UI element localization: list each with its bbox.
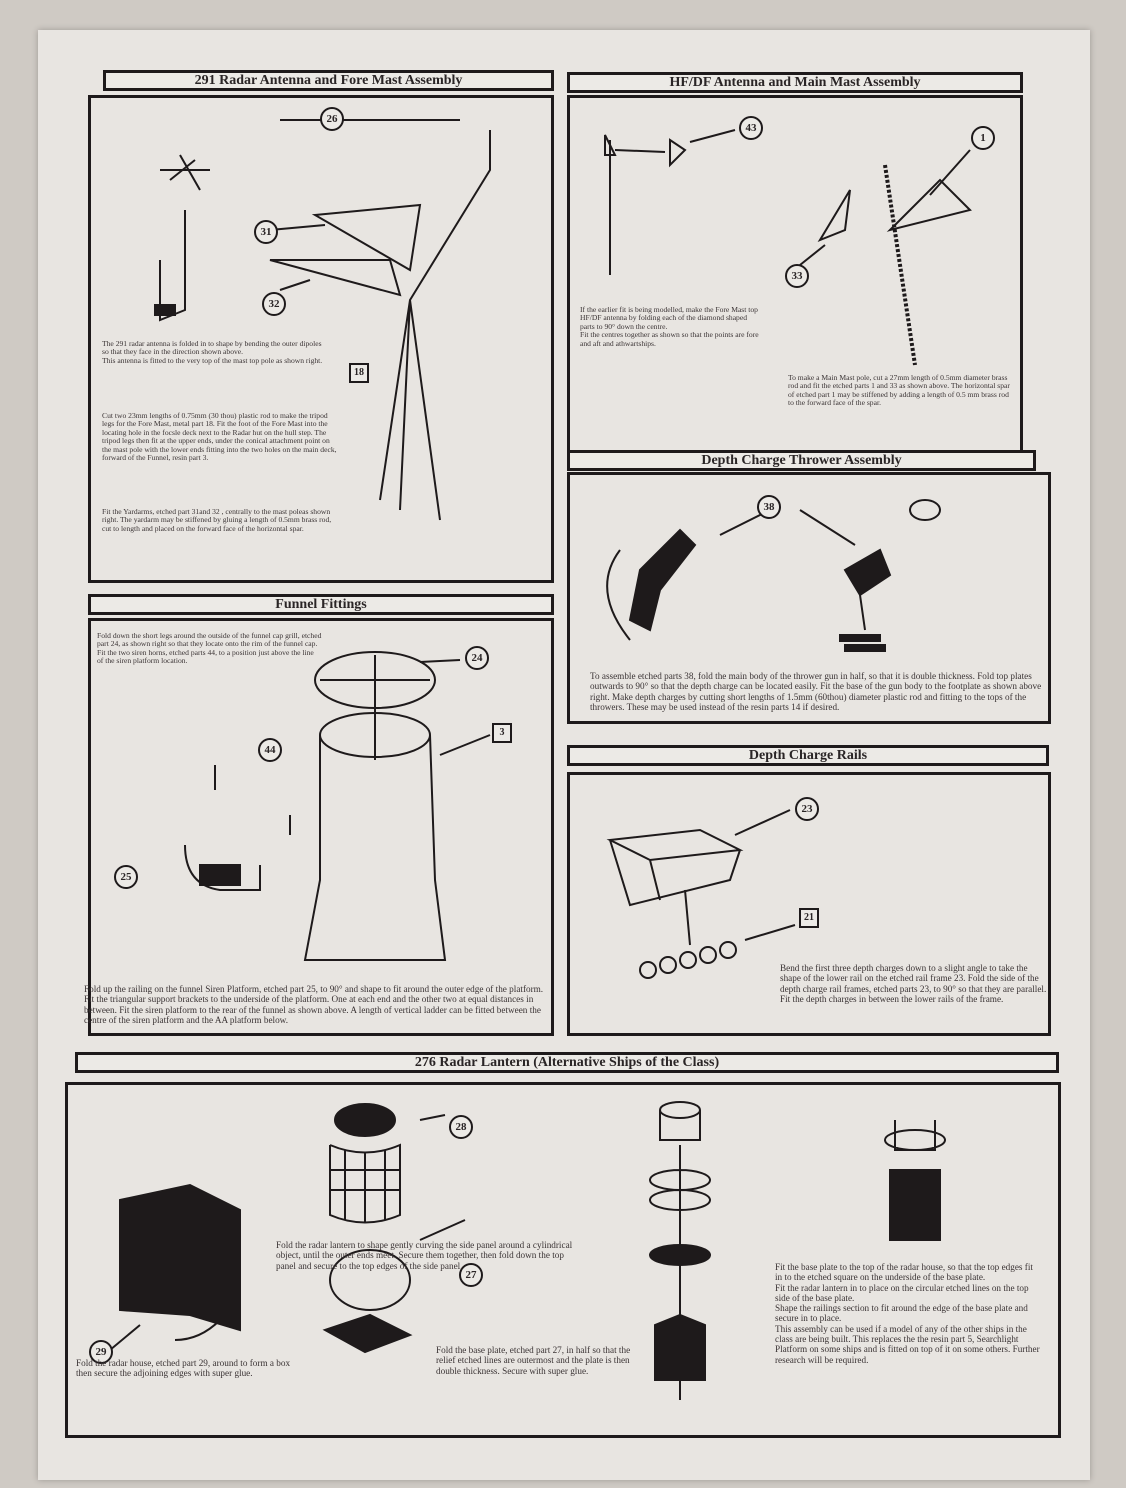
section-title-276-radar-lantern: 276 Radar Lantern (Alternative Ships of … [75, 1052, 1059, 1073]
part-label-18: 18 [349, 363, 369, 383]
part-callout-1: 1 [971, 126, 995, 150]
siren-platform-instructions: Fold up the railing on the funnel Siren … [84, 984, 544, 1025]
radar-house-instructions: Fold the radar house, etched part 29, ar… [76, 1358, 291, 1379]
section-title-depth-charge-rails: Depth Charge Rails [567, 745, 1049, 766]
part-callout-26: 26 [320, 107, 344, 131]
part-callout-43: 43 [739, 116, 763, 140]
part-callout-31: 31 [254, 220, 278, 244]
part-callout-25: 25 [114, 865, 138, 889]
lantern-fitting-instructions: Fit the base plate to the top of the rad… [775, 1262, 1040, 1365]
part-callout-28: 28 [449, 1115, 473, 1139]
base-plate-instructions: Fold the base plate, etched part 27, in … [436, 1345, 631, 1376]
part-label-21: 21 [799, 908, 819, 928]
section-title-hfdf: HF/DF Antenna and Main Mast Assembly [567, 72, 1023, 93]
panel-291-radar [88, 95, 554, 583]
panel-depth-charge-thrower [567, 472, 1051, 724]
hfdf-antenna-instructions: If the earlier fit is being modelled, ma… [580, 305, 759, 348]
main-mast-diagram [604, 129, 972, 366]
rails-instructions: Bend the first three depth charges down … [780, 963, 1047, 1004]
thrower-instructions: To assemble etched parts 38, fold the ma… [590, 671, 1042, 712]
panel-depth-charge-rails [567, 772, 1051, 1036]
yardarm-instructions: Fit the Yardarms, etched part 31and 32 ,… [102, 507, 332, 533]
panel-276-radar-lantern [65, 1082, 1061, 1438]
panel-funnel-fittings [88, 618, 554, 1036]
radar-lantern-diagram [109, 1101, 947, 1400]
lantern-shape-instructions: Fold the radar lantern to shape gently c… [276, 1240, 573, 1271]
section-title-depth-charge-thrower: Depth Charge Thrower Assembly [567, 450, 1036, 471]
radar-antenna-instructions: The 291 radar antenna is folded in to sh… [102, 339, 323, 365]
section-title-291-radar: 291 Radar Antenna and Fore Mast Assembly [103, 70, 554, 91]
fore-mast-diagram [154, 119, 491, 521]
tripod-legs-instructions: Cut two 23mm lengths of 0.75mm (30 thou)… [102, 411, 337, 463]
depth-charge-rails-diagram [606, 809, 796, 979]
part-callout-27: 27 [459, 1263, 483, 1287]
part-callout-24: 24 [465, 646, 489, 670]
part-callout-33: 33 [785, 264, 809, 288]
part-callout-29: 29 [89, 1340, 113, 1364]
funnel-diagram [184, 651, 491, 961]
part-callout-32: 32 [262, 292, 286, 316]
depth-charge-thrower-diagram [606, 499, 942, 652]
main-mast-instructions: To make a Main Mast pole, cut a 27mm len… [788, 373, 1010, 408]
part-callout-38: 38 [757, 495, 781, 519]
part-callout-44: 44 [258, 738, 282, 762]
part-callout-23: 23 [795, 797, 819, 821]
part-label-3: 3 [492, 723, 512, 743]
section-title-funnel-fittings: Funnel Fittings [88, 594, 554, 615]
funnel-cap-instructions: Fold down the short legs around the outs… [97, 631, 322, 666]
